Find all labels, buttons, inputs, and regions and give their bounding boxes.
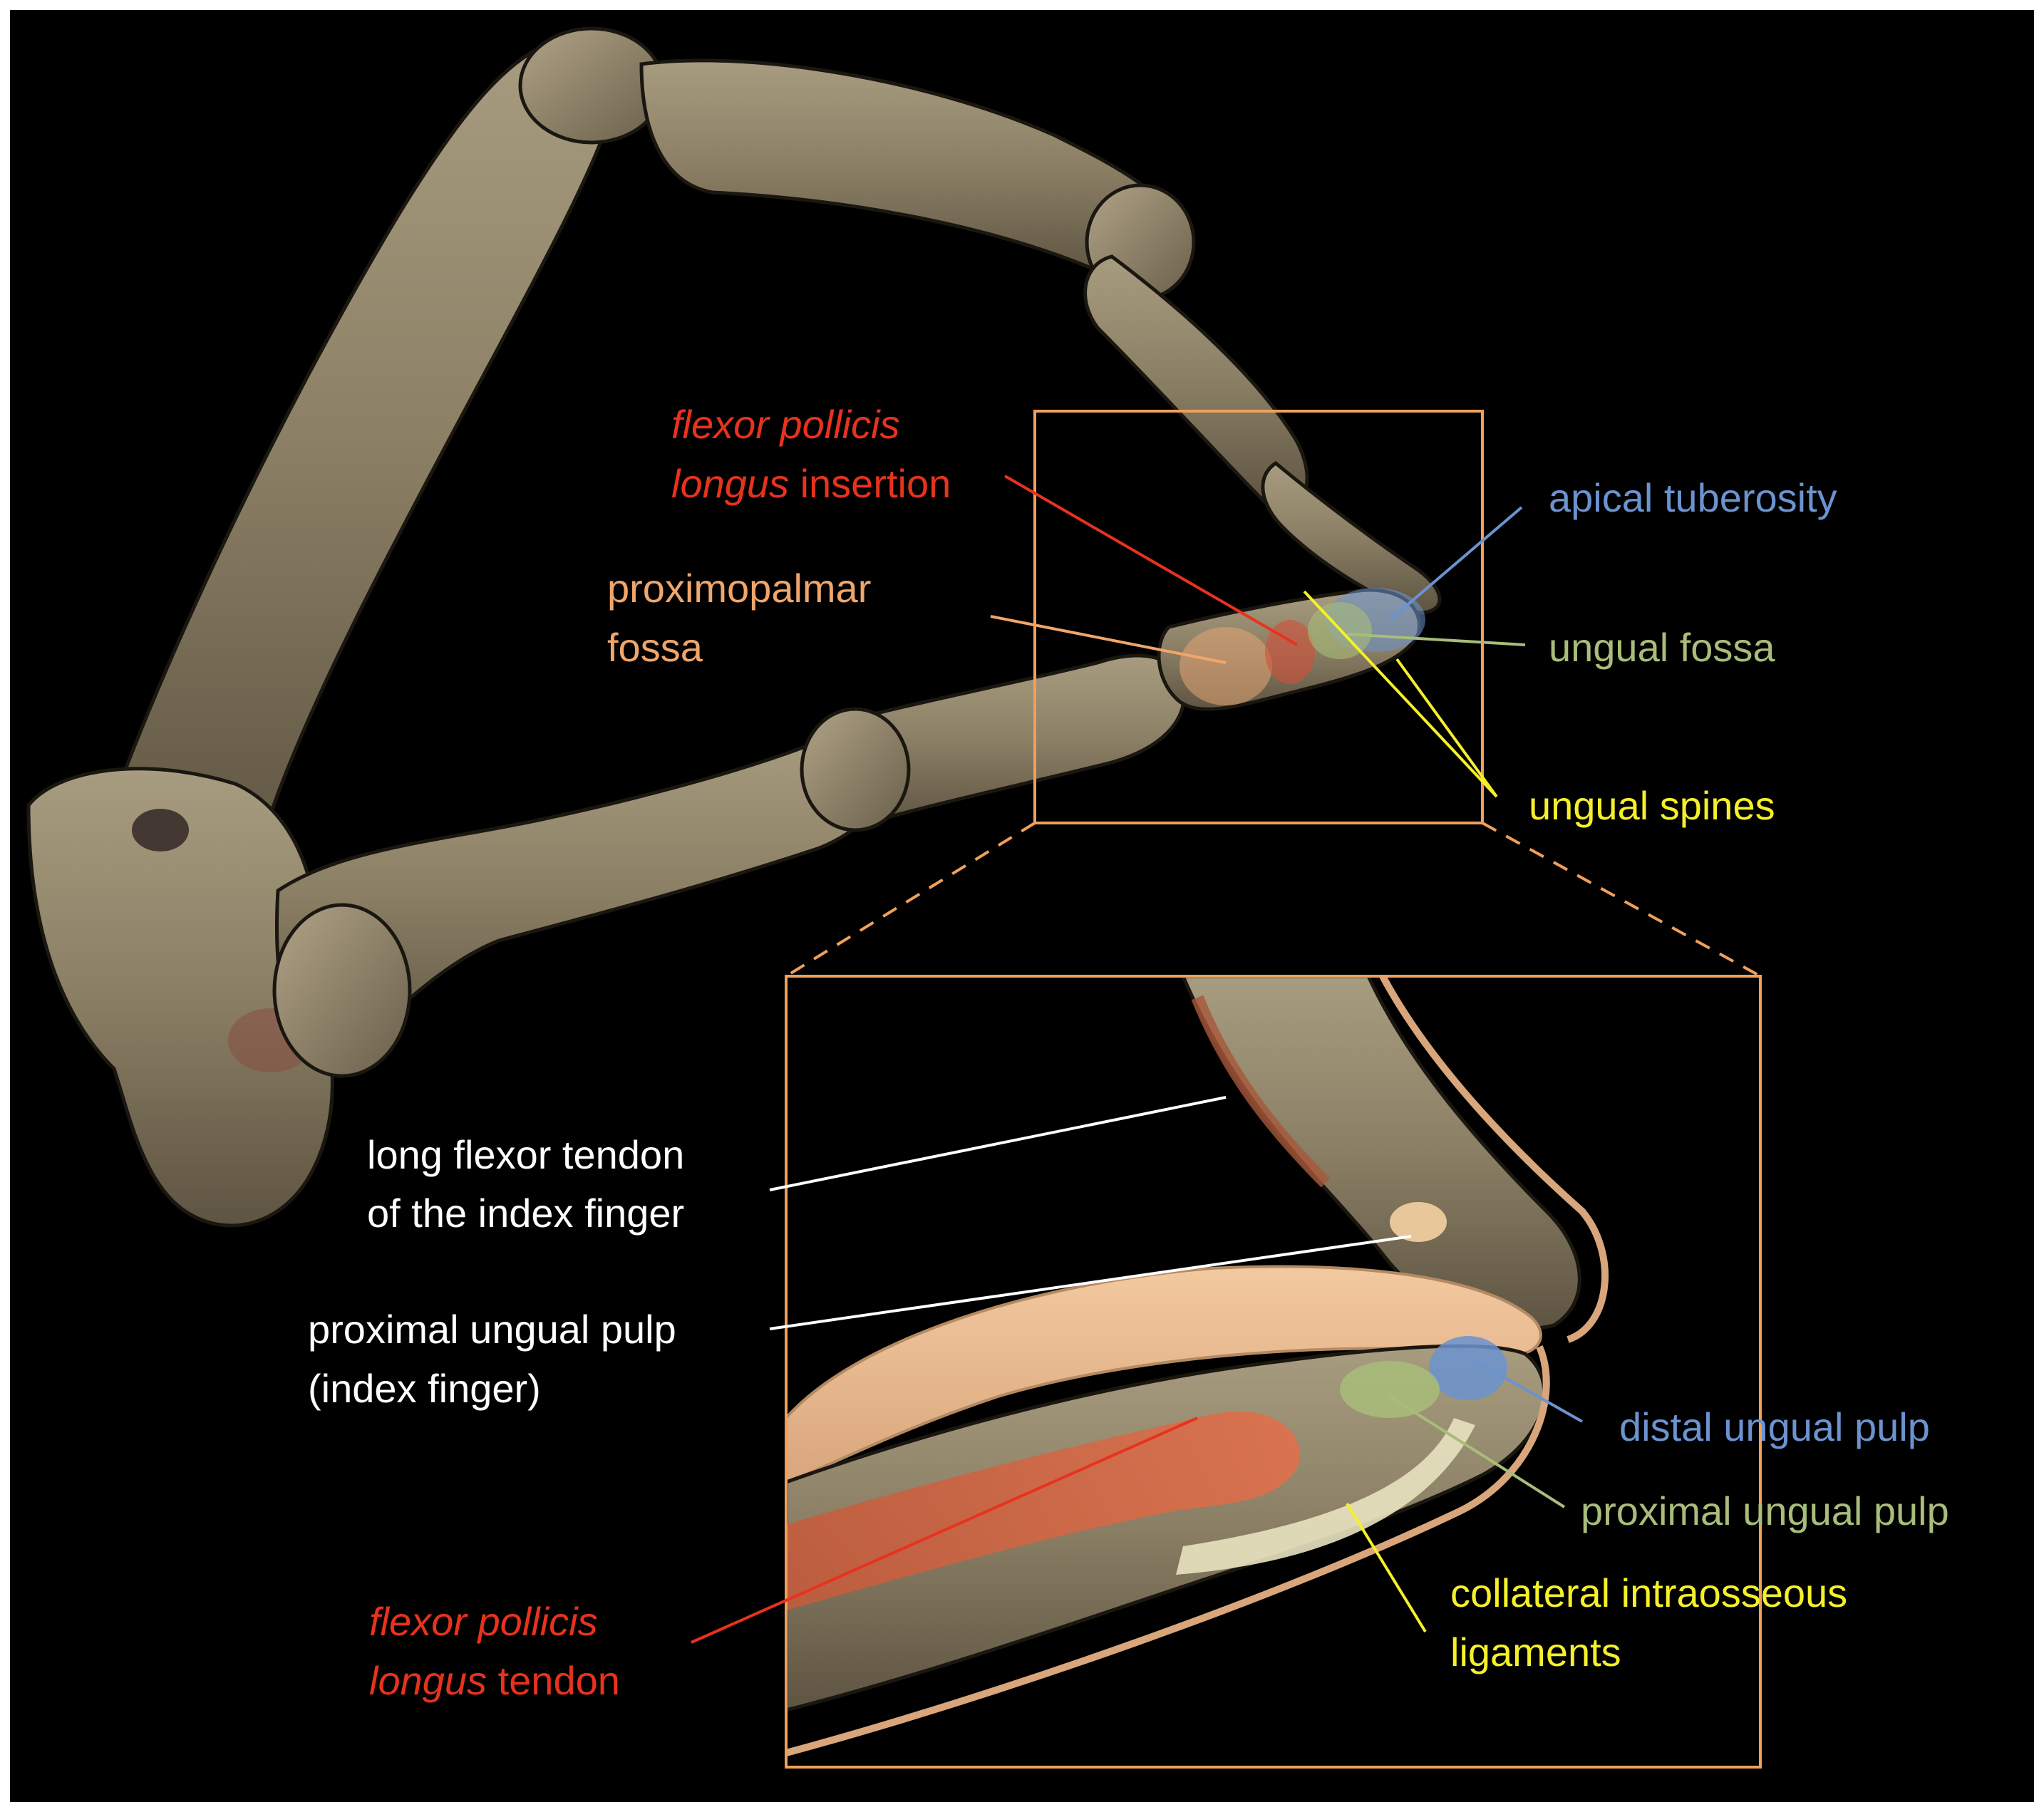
leader-apical-tuberosity	[1388, 506, 1523, 621]
label-collateral-line1: collateral intraosseous	[1450, 1570, 1847, 1615]
inset-proximal-pulp	[1340, 1361, 1440, 1418]
label-ungual-fossa: ungual fossa	[1549, 625, 1775, 670]
leader-distal-pulp	[1475, 1360, 1583, 1423]
label-fpl-tendon-rest: tendon	[487, 1658, 620, 1703]
leader-ungual-fossa	[1346, 633, 1526, 646]
inset-fpl-tendon	[786, 1411, 1300, 1610]
leader-proximal-pulp-index	[769, 1235, 1412, 1330]
label-proximopalmar-line1: proximopalmar	[607, 566, 871, 611]
label-apical-tuberosity: apical tuberosity	[1549, 475, 1837, 520]
label-ungual-spines: ungual spines	[1529, 783, 1775, 828]
label-fpl-insertion-rest: insertion	[789, 461, 951, 506]
leader-collateral	[1346, 1502, 1427, 1633]
hand-bones	[26, 26, 1442, 1228]
inset-thumb-outer-skin	[786, 1345, 1550, 1756]
label-fpl-tendon-line1: flexor pollicis	[369, 1599, 598, 1644]
label-fpl-insertion-italic: longus	[671, 461, 789, 506]
inset-thumb-skin	[786, 1265, 1542, 1484]
leader-proximal-pulp	[1388, 1395, 1566, 1508]
label-fpl-tendon-italic: longus	[369, 1658, 487, 1703]
leader-fpl-tendon	[691, 1417, 1198, 1644]
label-proximal-ungual-pulp: proximal ungual pulp	[1581, 1489, 1949, 1533]
proximopalmar-fossa-area	[1180, 627, 1272, 705]
inset-index-flexor-tendon	[1191, 995, 1331, 1188]
inset-distal-pulp	[1429, 1336, 1507, 1400]
thumb-ip-joint	[800, 707, 911, 832]
label-fpl-tendon-line2: longus tendon	[369, 1658, 620, 1703]
label-distal-ungual-pulp: distal ungual pulp	[1619, 1404, 1930, 1449]
label-proximopalmar-line2: fossa	[607, 625, 703, 670]
inset-collateral-ligaments	[1176, 1418, 1475, 1575]
metacarpal-head	[272, 903, 412, 1078]
zoom-connector-left	[785, 822, 1036, 978]
inset-index-pulp-dots	[1390, 1202, 1447, 1242]
carpal-base	[26, 767, 334, 1228]
leader-ungual-spines-1	[1303, 590, 1498, 798]
carpal-lesion	[132, 809, 189, 851]
label-long-flexor-line1: long flexor tendon	[367, 1132, 684, 1177]
inset-index-skin	[1379, 976, 1609, 1343]
label-fpl-insertion-line2: longus insertion	[671, 461, 951, 506]
label-collateral-line2: ligaments	[1450, 1630, 1621, 1674]
label-fpl-insertion-line1: flexor pollicis	[671, 402, 900, 447]
label-proximal-pulp-index-line2: (index finger)	[308, 1366, 541, 1411]
leader-fpl-insertion	[1003, 475, 1299, 646]
leader-ungual-spines-2	[1395, 658, 1498, 798]
upper-zoom-box	[1033, 410, 1484, 824]
fpl-insertion-area	[1265, 620, 1315, 684]
label-proximal-pulp-index-line1: proximal ungual pulp	[308, 1307, 676, 1352]
inset-box	[785, 975, 1762, 1769]
inset-panel	[785, 975, 1762, 1769]
label-long-flexor-line2: of the index finger	[367, 1191, 684, 1236]
leader-proximopalmar	[990, 615, 1227, 664]
leader-long-flexor	[769, 1096, 1227, 1191]
